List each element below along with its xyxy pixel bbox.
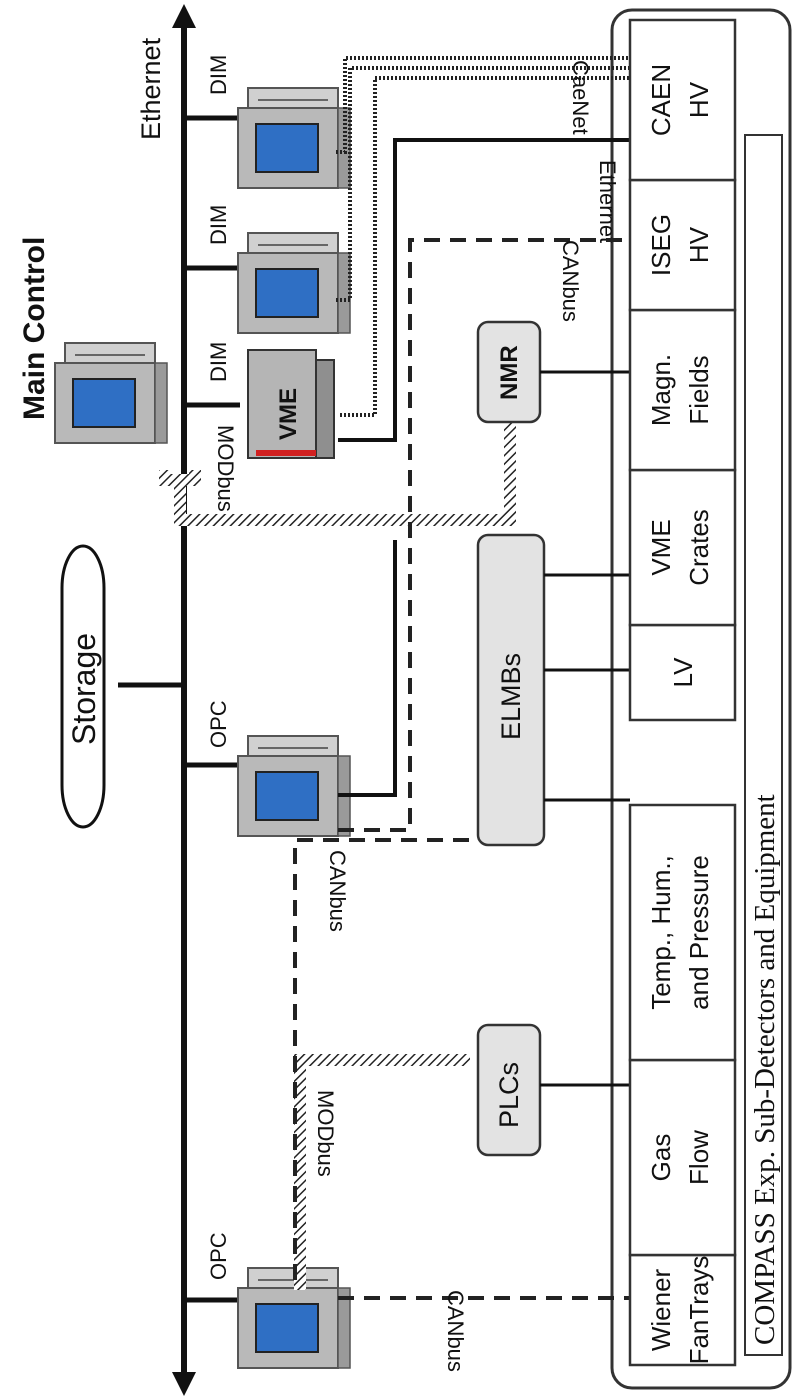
opc-label-2: OPC [206, 1232, 231, 1280]
equipment-label-line2: Crates [684, 509, 714, 586]
equipment-label-line2: HV [684, 81, 714, 118]
equipment-label-line2: Flow [684, 1130, 714, 1185]
equipment-label-line1: LV [668, 657, 698, 688]
nmr-label: NMR [496, 345, 523, 400]
equipment-label-line1: Wiener [646, 1268, 676, 1351]
backbone-label: Ethernet [136, 37, 166, 140]
equipment-label-line2: HV [684, 226, 714, 263]
opc-computer-1-icon [238, 736, 350, 836]
dim-label-1: DIM [206, 55, 231, 95]
caenet-label: CaeNet [568, 60, 593, 135]
storage-label: Storage [66, 633, 102, 745]
ethernet-link-label: Ethernet [595, 160, 620, 243]
equipment-row: Wiener FanTrays Gas Flow Temp., Hum., and Pre… [630, 20, 735, 1365]
equipment-label-line1: VME [646, 519, 676, 575]
plcs-label: PLCs [494, 1062, 524, 1128]
dim-label-2: DIM [206, 205, 231, 245]
modbus-label-1: MODbus [213, 425, 238, 512]
dim-computer-1-icon [238, 88, 350, 188]
equipment-label-line1: Temp., Hum., [646, 855, 676, 1010]
opc-label-1: OPC [206, 700, 231, 748]
footer-label: COMPASS Exp. Sub-Detectors and Equipment [749, 794, 781, 1345]
canbus-label-2: CANbus [325, 850, 350, 932]
dim-computer-2-icon [238, 233, 350, 333]
equipment-label-line2: Fields [684, 355, 714, 424]
main-control-title: Main Control [18, 237, 51, 420]
main-control-computer-icon [55, 343, 167, 443]
canbus-label-3: CANbus [443, 1290, 468, 1372]
equipment-label-line1: ISEG [646, 214, 676, 276]
equipment-label-line1: CAEN [646, 64, 676, 136]
modbus-label-2: MODbus [313, 1090, 338, 1177]
elmbs-label: ELMBs [496, 653, 526, 740]
equipment-label-line1: Gas [646, 1134, 676, 1182]
equipment-label-line2: FanTrays [684, 1256, 714, 1365]
backbone-arrow-bottom [172, 1372, 196, 1396]
canbus-label-1: CANbus [558, 240, 583, 322]
dim-label-3: DIM [206, 342, 231, 382]
vme-crate-label: VME [275, 388, 302, 440]
modbus-main-link [165, 470, 412, 520]
backbone-arrow-top [172, 4, 196, 28]
modbus-to-nmr [412, 415, 510, 520]
equipment-label-line1: Magn. [646, 354, 676, 426]
equipment-label-line2: and Pressure [684, 855, 714, 1010]
